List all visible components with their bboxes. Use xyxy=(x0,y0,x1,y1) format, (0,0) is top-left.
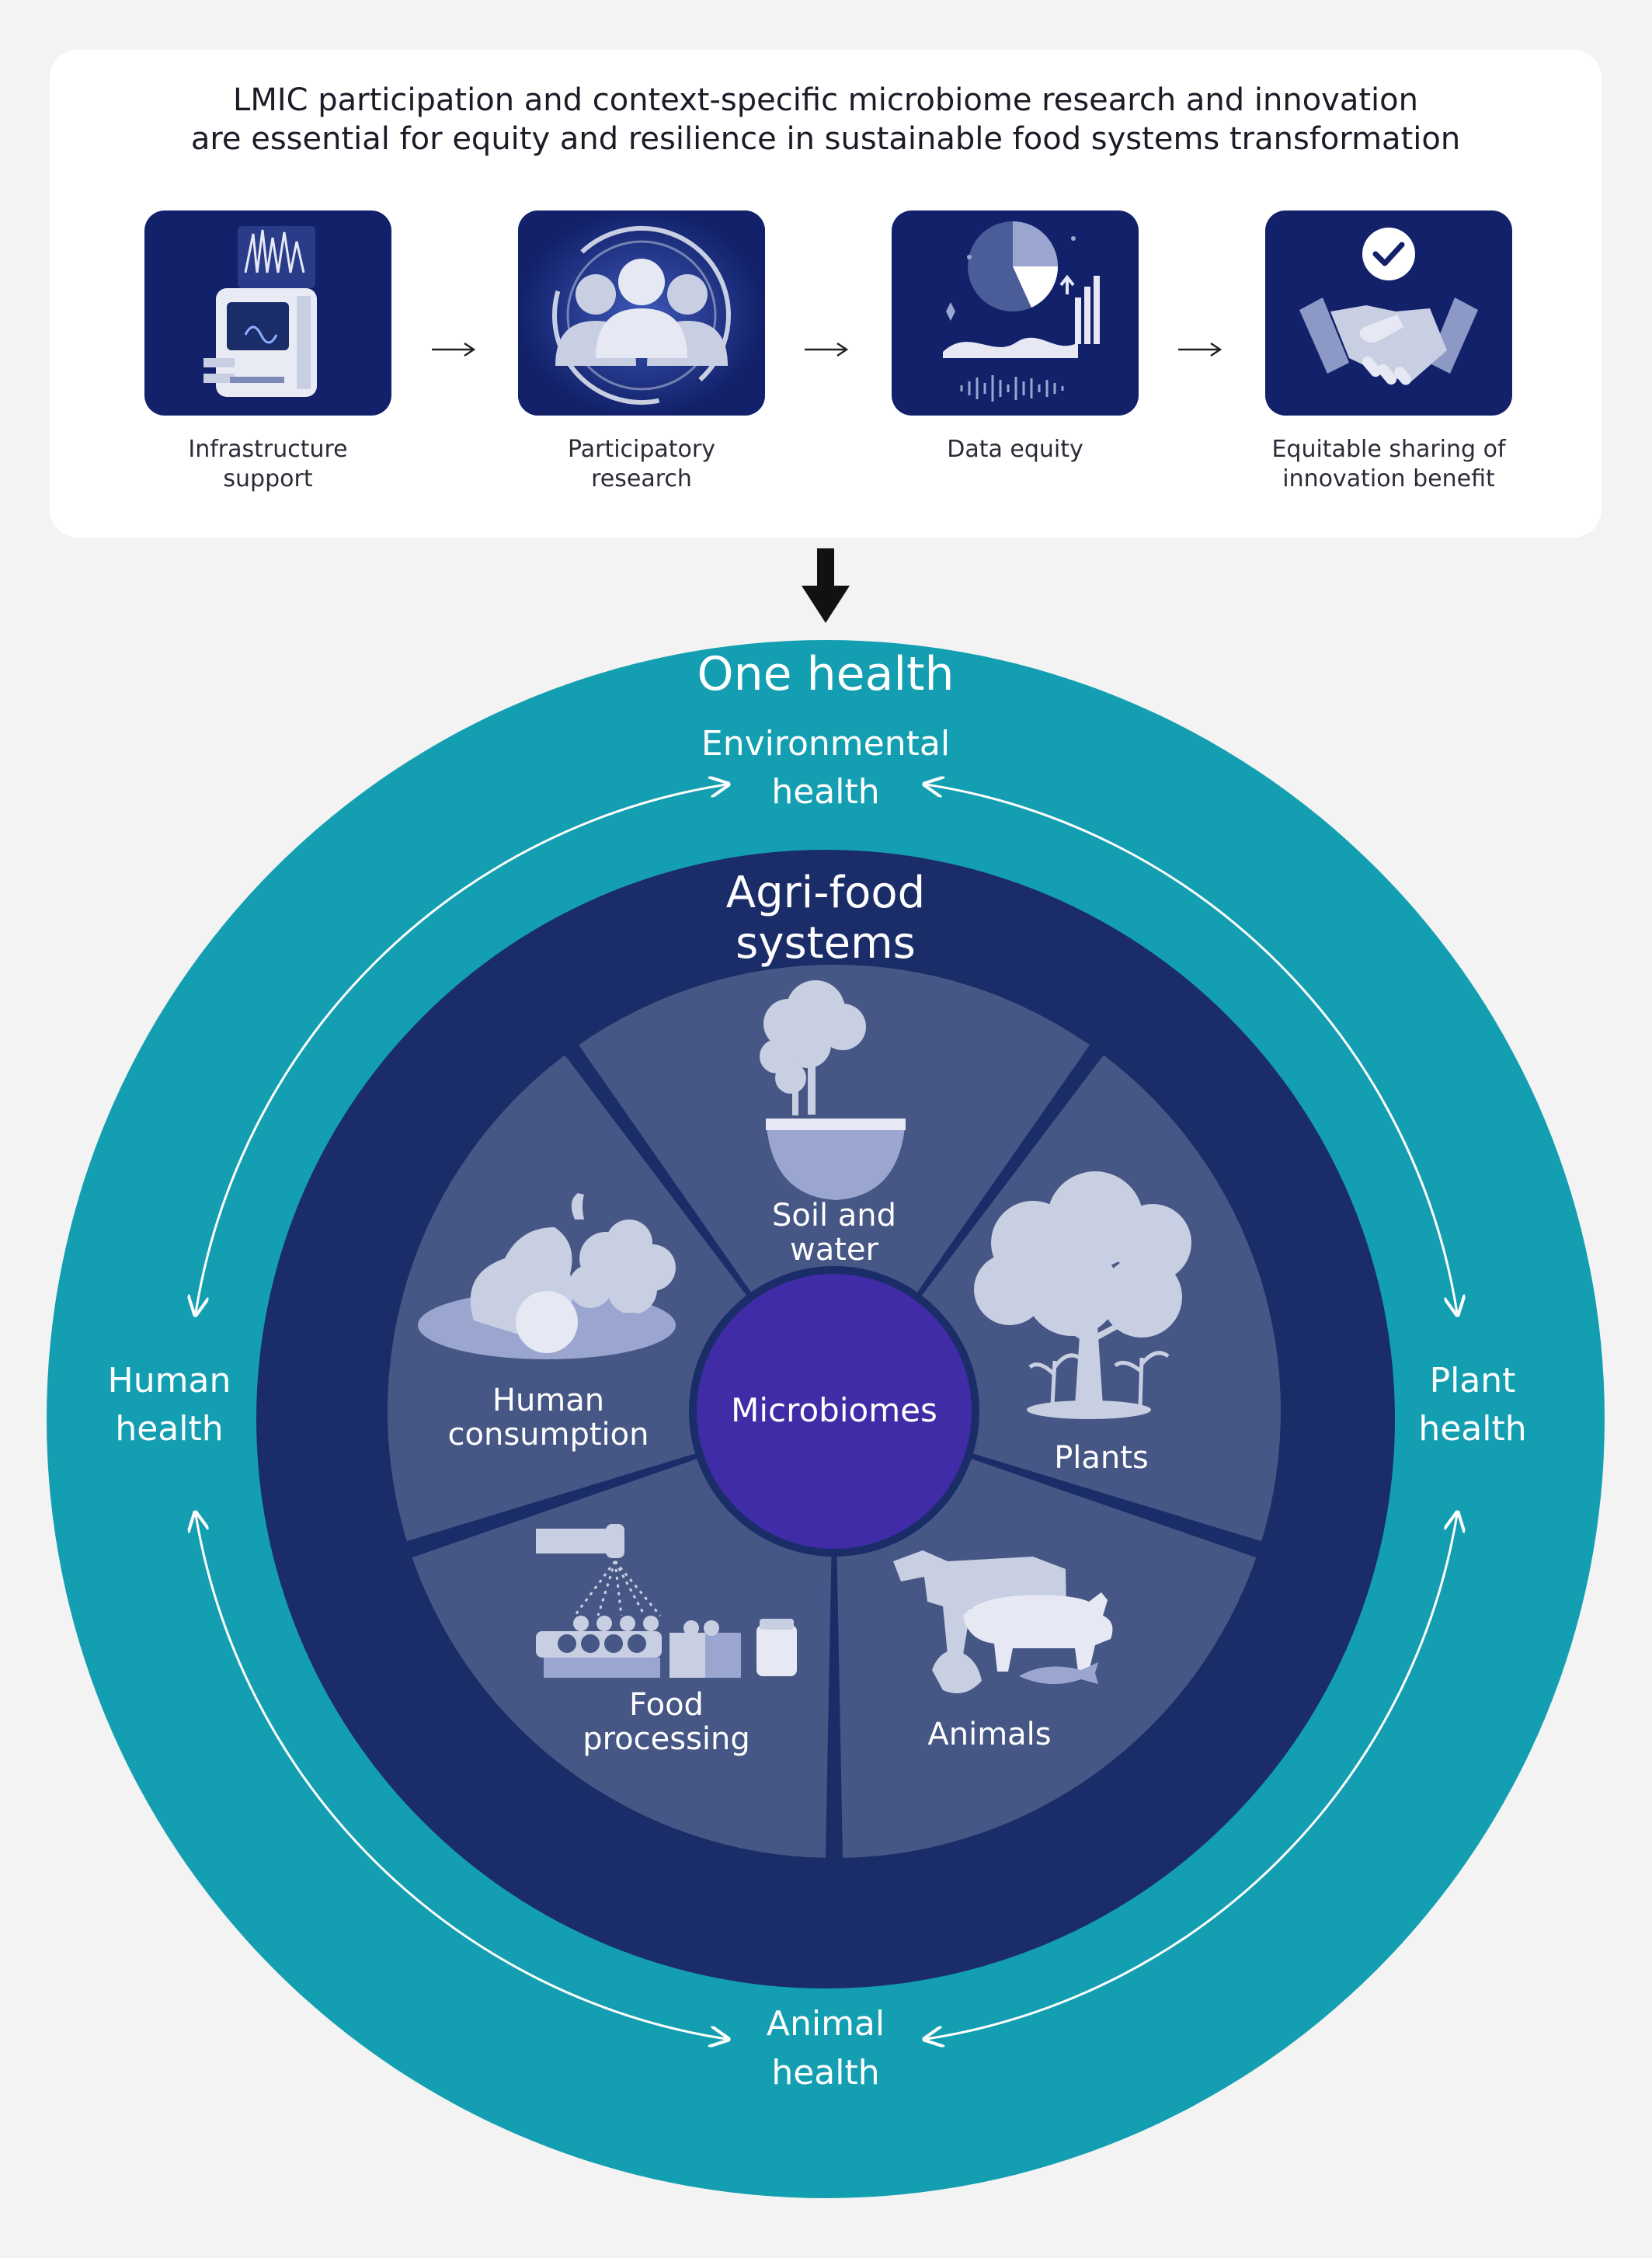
segment-label-human-2: consumption xyxy=(448,1417,649,1453)
headline-line-2: are essential for equity and resilience … xyxy=(190,121,1461,157)
segment-label-human-1: Human xyxy=(492,1383,604,1418)
plant-health-line-1: Plant xyxy=(1430,1361,1516,1400)
step-label-infrastructure: Infrastructure support xyxy=(188,436,348,492)
handshake-icon xyxy=(1299,228,1478,385)
microbiomes-label: Microbiomes xyxy=(731,1391,937,1429)
agrifood-title-line-2: systems xyxy=(736,918,916,969)
segment-animals xyxy=(836,1456,1257,1858)
cycle-arrows xyxy=(196,785,1457,2039)
segment-label-animals: Animals xyxy=(927,1717,1051,1752)
data-charts-icon xyxy=(943,221,1100,402)
human-health-line-1: Human xyxy=(108,1361,231,1400)
food-processing-illustration xyxy=(536,1524,797,1678)
animals-illustration xyxy=(893,1550,1113,1693)
headline: LMIC participation and context-specific … xyxy=(50,81,1602,158)
segment-label-food-1: Food xyxy=(629,1687,704,1723)
segment-label-plants: Plants xyxy=(1054,1440,1149,1476)
agrifood-title-line-1: Agri-food xyxy=(726,868,925,918)
microbiomes-circle xyxy=(689,1266,979,1557)
plant-health-line-2: health xyxy=(1418,1409,1526,1449)
headline-line-1: LMIC participation and context-specific … xyxy=(233,82,1418,118)
step-label-participatory: Participatory research xyxy=(567,436,716,492)
participatory-tile xyxy=(518,210,765,416)
arrow-icon xyxy=(803,340,850,359)
people-group-icon xyxy=(518,210,765,416)
segment-label-soil-2: water xyxy=(790,1232,879,1268)
arrow-icon xyxy=(1177,340,1223,359)
step-label-equitable-sharing: Equitable sharing of innovation benefit xyxy=(1271,436,1506,492)
environmental-health-line-2: health xyxy=(771,772,879,812)
animal-health-line-1: Animal xyxy=(767,2004,885,2044)
segment-label-food-2: processing xyxy=(583,1721,750,1757)
data-equity-tile xyxy=(892,210,1139,416)
plants-illustration xyxy=(974,1171,1191,1419)
equitable-sharing-tile xyxy=(1265,210,1512,416)
arrow-icon xyxy=(430,340,477,359)
step-label-data-equity: Data equity xyxy=(947,436,1083,463)
environmental-health-line-1: Environmental xyxy=(701,724,950,764)
top-card: LMIC participation and context-specific … xyxy=(50,50,1602,538)
soil-water-illustration xyxy=(760,980,906,1200)
human-health-line-2: health xyxy=(115,1409,223,1449)
one-health-title: One health xyxy=(697,647,954,701)
segment-label-soil-1: Soil and xyxy=(772,1198,896,1233)
animal-health-line-2: health xyxy=(771,2053,879,2093)
sequencer-icon xyxy=(203,226,317,397)
human-consumption-illustration xyxy=(418,1193,676,1359)
infrastructure-tile xyxy=(144,210,391,416)
down-arrow-icon xyxy=(802,548,850,626)
